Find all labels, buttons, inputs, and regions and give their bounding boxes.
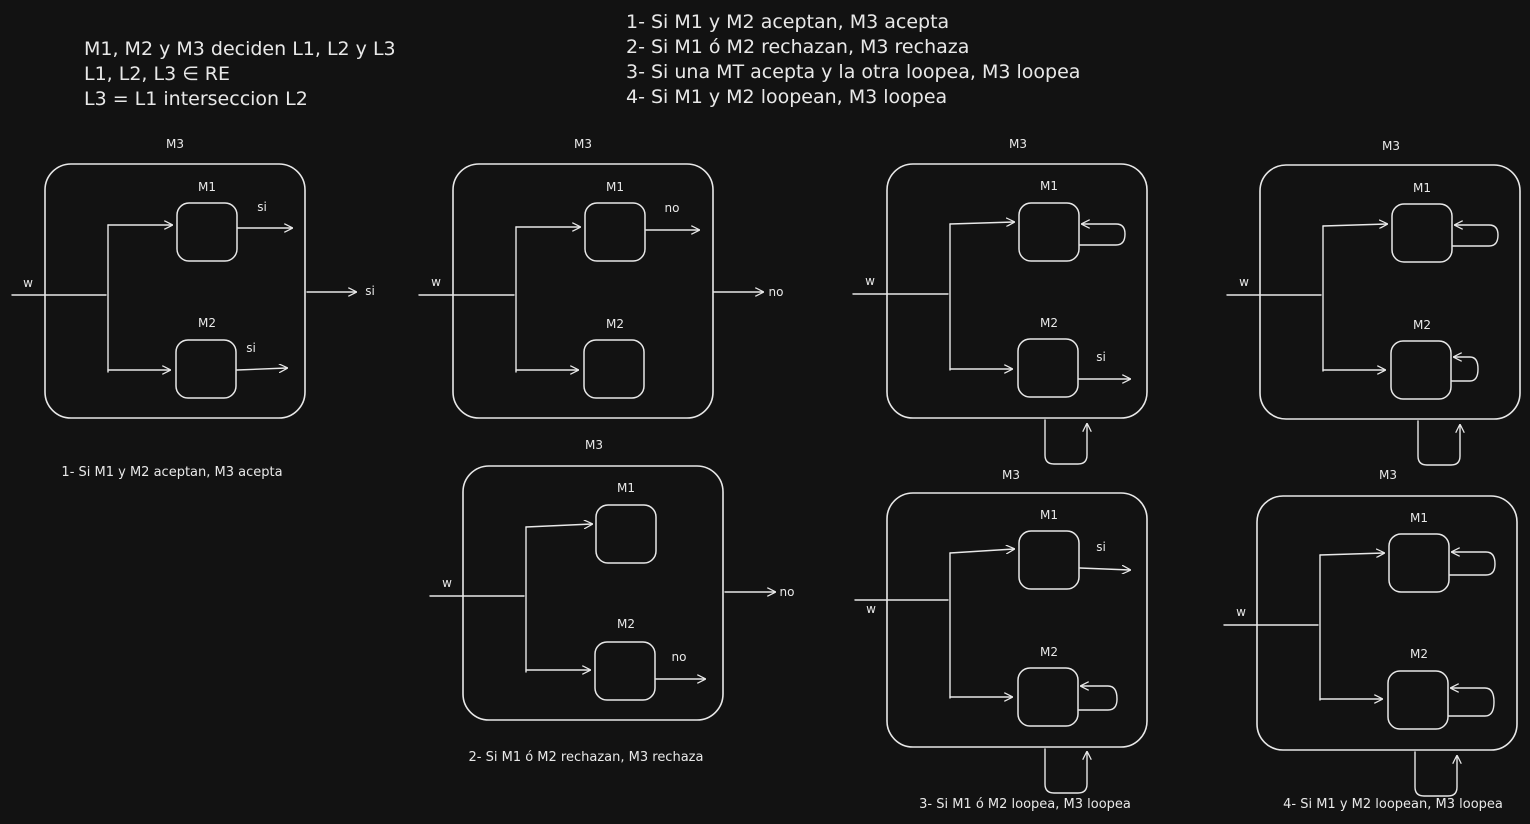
m1-box (1018, 202, 1080, 262)
m3-box (886, 163, 1148, 419)
m1-output-label: si (257, 200, 267, 214)
note-right-line: 1- Si M1 y M2 aceptan, M3 acepta (626, 11, 949, 33)
m1-label: M1 (617, 481, 635, 495)
m2-label: M2 (1040, 316, 1058, 330)
m2-label: M2 (1410, 647, 1428, 661)
m1-box (1388, 533, 1450, 593)
input-w-label: w (23, 276, 33, 290)
input-w-label: w (865, 274, 875, 288)
m3-box (462, 465, 724, 721)
m3-label: M3 (1379, 468, 1397, 482)
m1-loop-arrow (1079, 224, 1126, 246)
input-w-label: w (866, 602, 876, 616)
diagram-case3-m2-loops: M3 M1 M2 w si 3- Si M1 ó M2 loopea, M3 l… (854, 468, 1148, 812)
m2-box (583, 339, 645, 399)
diagram-case4-bottom: M3 M1 M2 w 4- Si M1 y M2 loopean, M3 loo… (1223, 468, 1518, 812)
diagram-case2-m2-rejects: M3 M1 M2 w no no 2- Si M1 ó M2 rechazan,… (429, 438, 795, 765)
input-w-label: w (442, 576, 452, 590)
m1-box (176, 202, 238, 262)
m1-label: M1 (1040, 508, 1058, 522)
m1-output-label: no (665, 201, 680, 215)
m3-label: M3 (585, 438, 603, 452)
m1-label: M1 (1410, 511, 1428, 525)
note-left-line: M1, M2 y M3 deciden L1, L2 y L3 (84, 38, 396, 60)
m2-label: M2 (198, 316, 216, 330)
notes-right: 1- Si M1 y M2 aceptan, M3 acepta 2- Si M… (626, 11, 1080, 108)
m3-label: M3 (574, 137, 592, 151)
m1-box (1391, 203, 1453, 263)
m3-output-label: no (769, 285, 784, 299)
diagram-case3-m1-loops: M3 M1 M2 w si (852, 137, 1148, 465)
m1-output-label: si (1096, 540, 1106, 554)
arrow-to-m1 (949, 222, 1014, 224)
input-w-label: w (1239, 275, 1249, 289)
notes-left: M1, M2 y M3 deciden L1, L2 y L3 L1, L2, … (84, 38, 396, 110)
caption-case1: 1- Si M1 y M2 aceptan, M3 acepta (61, 465, 282, 480)
m1-output-arrow (1079, 568, 1130, 570)
m2-box (1017, 338, 1079, 398)
m2-box (175, 339, 237, 399)
m2-output-label: si (246, 341, 256, 355)
diagram-case4-top: M3 M1 M2 w (1226, 139, 1521, 466)
m2-loop-arrow (1451, 357, 1479, 382)
m2-label: M2 (1413, 318, 1431, 332)
m3-label: M3 (1002, 468, 1020, 482)
m2-label: M2 (606, 317, 624, 331)
caption-case4: 4- Si M1 y M2 loopean, M3 loopea (1283, 797, 1503, 812)
m3-label: M3 (1009, 137, 1027, 151)
m1-label: M1 (1413, 181, 1431, 195)
arrow-to-m1 (1319, 553, 1384, 555)
note-right-line: 3- Si una MT acepta y la otra loopea, M3… (626, 61, 1080, 83)
m3-loop-arrow (1044, 419, 1087, 465)
m2-label: M2 (617, 617, 635, 631)
input-w-label: w (1236, 605, 1246, 619)
note-right-line: 2- Si M1 ó M2 rechazan, M3 rechaza (626, 36, 969, 58)
m3-loop-arrow (1044, 748, 1087, 794)
m2-box (1017, 667, 1079, 727)
m1-box (595, 504, 657, 564)
m3-box (44, 163, 306, 419)
m2-box (594, 641, 656, 701)
m3-label: M3 (1382, 139, 1400, 153)
m1-loop-arrow (1452, 225, 1499, 247)
m2-output-label: si (1096, 350, 1106, 364)
m2-loop-arrow (1448, 688, 1495, 717)
m3-box (886, 492, 1148, 748)
m3-output-label: no (780, 585, 795, 599)
arrow-to-m1 (949, 549, 1014, 553)
m3-loop-arrow (1417, 420, 1460, 466)
m2-output-arrow (236, 368, 287, 370)
diagram-case1-accept: M3 M1 M2 w si si si 1- Si M1 y M2 acepta… (11, 137, 375, 480)
caption-case3: 3- Si M1 ó M2 loopea, M3 loopea (919, 797, 1131, 812)
m1-label: M1 (606, 180, 624, 194)
m3-output-label: si (365, 284, 375, 298)
m2-box (1390, 340, 1452, 400)
m1-loop-arrow (1449, 552, 1496, 576)
note-left-line: L1, L2, L3 ∈ RE (84, 63, 230, 85)
m2-output-label: no (672, 650, 687, 664)
m3-box (1259, 164, 1521, 420)
m1-box (1018, 530, 1080, 590)
m2-label: M2 (1040, 645, 1058, 659)
arrow-to-m1 (1322, 224, 1387, 226)
note-left-line: L3 = L1 interseccion L2 (84, 88, 308, 110)
m3-box (1256, 495, 1518, 751)
m1-label: M1 (198, 180, 216, 194)
m3-label: M3 (166, 137, 184, 151)
m1-box (584, 202, 646, 262)
m3-loop-arrow (1414, 751, 1457, 797)
note-right-line: 4- Si M1 y M2 loopean, M3 loopea (626, 86, 947, 108)
m1-label: M1 (1040, 179, 1058, 193)
diagram-case2-m1-rejects: M3 M1 M2 w no no (418, 137, 784, 419)
arrow-to-m1 (525, 524, 592, 527)
caption-case2: 2- Si M1 ó M2 rechazan, M3 rechaza (469, 750, 704, 765)
input-w-label: w (431, 275, 441, 289)
m3-box (452, 163, 714, 419)
m2-loop-arrow (1078, 686, 1118, 711)
m2-box (1387, 670, 1449, 730)
